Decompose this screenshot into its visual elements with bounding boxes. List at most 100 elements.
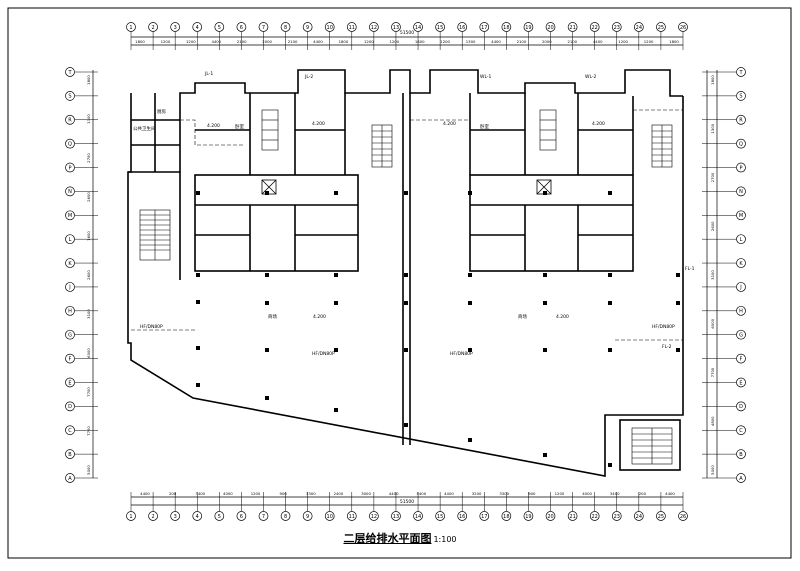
grid-bubble-circle — [302, 22, 313, 32]
grid-bubble-circle — [65, 186, 75, 197]
grid-bubble-label: B — [739, 452, 743, 458]
label-riser-wl2: WL-2 — [585, 74, 597, 80]
grid-bubble-label: C — [739, 428, 743, 434]
grid-bubble-circle — [65, 258, 75, 268]
columns — [196, 191, 680, 467]
grid-bubble-label: 16 — [459, 25, 465, 31]
dimension-text: 5000 — [710, 465, 715, 475]
grid-bubble-label: F — [69, 356, 72, 362]
grid-bubble-label: A — [68, 476, 72, 482]
grid-bubble-label: E — [739, 380, 742, 386]
grid-bubble-circle — [736, 210, 746, 221]
bottom-total-dimension: 51500 — [400, 499, 414, 505]
grid-bubble-circle — [589, 22, 600, 32]
grid-bubble-circle — [391, 511, 401, 521]
grid-bubble-label: 10 — [327, 514, 333, 520]
column — [196, 191, 200, 195]
grid-bubble-label: M — [68, 213, 72, 219]
label-elev-d: 4.200 — [592, 121, 605, 127]
column — [608, 273, 612, 277]
grid-bubble-label: S — [68, 94, 71, 100]
grid-bubble-label: 19 — [525, 25, 531, 31]
dimension-text: 200 — [639, 491, 647, 496]
dimension-text: 1800 — [86, 75, 91, 85]
grid-bubble-circle — [65, 210, 75, 221]
grid-bubble-label: N — [739, 189, 743, 195]
dimension-text: 3300 — [499, 491, 509, 496]
label-kitchen-room: 厨房 — [157, 108, 166, 115]
label-riser-fl1: FL-1 — [685, 266, 695, 272]
grid-bubble-circle — [545, 511, 556, 521]
grid-bubble-circle — [369, 511, 379, 521]
grid-bubble-label: G — [68, 333, 72, 339]
grid-bubble-circle — [501, 511, 512, 521]
grid-bubble-label: C — [68, 428, 72, 434]
column — [468, 273, 472, 277]
label-pipe-note-4: HF/DN80P — [652, 324, 675, 330]
column — [196, 346, 200, 350]
dimension-text: 6000 — [710, 318, 715, 328]
label-public-toilet: 公共卫生间 — [133, 125, 156, 132]
grid-bubble-label: 1 — [129, 514, 132, 520]
grid-bubble-circle — [126, 511, 136, 521]
grid-bubble-label: 15 — [437, 25, 443, 31]
dimension-text: 5000 — [86, 465, 91, 475]
grid-bubble-circle — [148, 22, 158, 32]
grid-bubble-circle — [65, 282, 75, 292]
column — [608, 301, 612, 305]
label-riser-fl2: FL-2 — [662, 344, 672, 350]
grid-bubble-circle — [736, 67, 746, 77]
grid-bubble-circle — [192, 22, 203, 32]
dimension-text: 4400 — [665, 491, 675, 496]
dimension-text: 2000 — [262, 39, 272, 44]
grid-bubble-circle — [736, 473, 746, 483]
dimension-text: 4400 — [491, 39, 501, 44]
grid-bubble-label: L — [69, 237, 72, 243]
grid-bubble-label: P — [68, 165, 71, 171]
column — [265, 273, 269, 277]
grid-bubble-circle — [65, 449, 75, 459]
dimension-text: 1300 — [710, 123, 715, 133]
grid-bubble-label: D — [739, 404, 743, 410]
grid-bubble-label: H — [68, 309, 72, 315]
column — [543, 301, 547, 305]
column — [468, 301, 472, 305]
grid-bubble-label: 10 — [327, 25, 333, 31]
label-elev-f: 4.200 — [556, 314, 569, 320]
room-labels: 厨房 公共卫生间 卧室 卧室 商场 商场 JL-1 JL-2 WL-1 WL-2… — [133, 71, 695, 357]
grid-bubble-circle — [148, 511, 158, 521]
column — [265, 396, 269, 400]
column — [265, 191, 269, 195]
grid-bubble-circle — [656, 22, 666, 32]
grid-bubble-label: 21 — [569, 25, 575, 31]
grid-bubble-label: 6 — [240, 25, 243, 31]
dimension-text: 4400 — [389, 491, 399, 496]
grid-bubble-label: G — [739, 333, 743, 339]
grid-bubble-circle — [192, 511, 203, 521]
grid-bubble-circle — [736, 377, 746, 388]
grid-bubble-circle — [65, 162, 75, 173]
grid-bubble-label: 6 — [240, 514, 243, 520]
dimension-text: 1800 — [669, 39, 679, 44]
column — [404, 301, 408, 305]
grid-bubble-label: 14 — [415, 25, 421, 31]
column — [265, 301, 269, 305]
column — [404, 191, 408, 195]
grid-bubble-circle — [567, 22, 578, 32]
grid-bubble-label: 12 — [371, 25, 377, 31]
column — [334, 301, 338, 305]
grid-bubble-label: 11 — [349, 25, 355, 31]
column — [543, 348, 547, 352]
dimension-text: 7700 — [86, 387, 91, 397]
grid-bubble-circle — [65, 305, 75, 316]
dimension-text: 2100 — [288, 39, 298, 44]
dimension-text: 2700 — [710, 172, 715, 182]
grid-bubble-circle — [170, 511, 181, 521]
grid-bubble-label: 23 — [614, 25, 620, 31]
grid-bubble-label: 16 — [459, 514, 465, 520]
dimension-text: 1200 — [555, 491, 565, 496]
